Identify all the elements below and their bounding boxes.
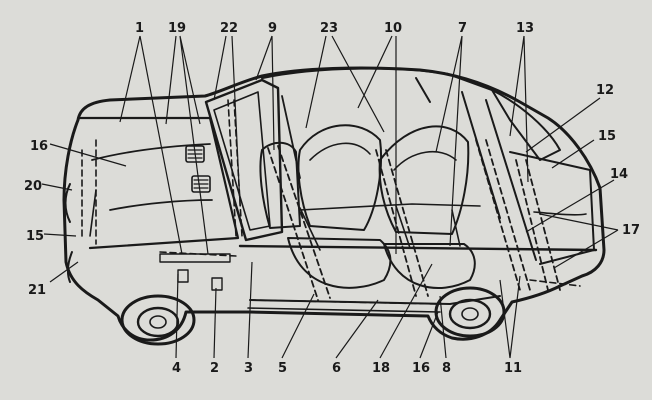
callout-12: 12 bbox=[596, 83, 614, 98]
callout-11: 11 bbox=[504, 361, 522, 376]
callout-16-left: 16 bbox=[30, 139, 48, 154]
callout-13: 13 bbox=[516, 21, 534, 36]
car-body-outline bbox=[62, 66, 606, 342]
callout-8: 8 bbox=[442, 361, 451, 376]
callout-2: 2 bbox=[210, 361, 219, 376]
seats bbox=[259, 124, 481, 289]
callout-3: 3 bbox=[244, 361, 253, 376]
callout-5: 5 bbox=[278, 361, 287, 376]
callout-15-left: 15 bbox=[26, 229, 44, 244]
callout-18: 18 bbox=[372, 361, 390, 376]
callout-9: 9 bbox=[268, 21, 277, 36]
callout-23: 23 bbox=[320, 21, 338, 36]
callout-20: 20 bbox=[24, 179, 42, 194]
callout-14: 14 bbox=[610, 167, 628, 182]
callout-1: 1 bbox=[135, 21, 144, 36]
callout-21: 21 bbox=[28, 283, 46, 298]
callout-4: 4 bbox=[172, 361, 181, 376]
callout-6: 6 bbox=[332, 361, 341, 376]
callout-16-bottom: 16 bbox=[412, 361, 430, 376]
callout-10: 10 bbox=[384, 21, 402, 36]
front-wheel bbox=[120, 294, 196, 346]
callout-22: 22 bbox=[220, 21, 238, 36]
callout-17: 17 bbox=[622, 223, 640, 238]
callout-labels: 1 19 22 9 23 10 7 13 12 15 14 17 16 20 1… bbox=[24, 21, 640, 376]
rear-wheel bbox=[434, 286, 506, 338]
callout-15-right: 15 bbox=[598, 129, 616, 144]
callout-19: 19 bbox=[168, 21, 186, 36]
leader-lines bbox=[41, 35, 619, 359]
callout-7: 7 bbox=[458, 21, 467, 36]
